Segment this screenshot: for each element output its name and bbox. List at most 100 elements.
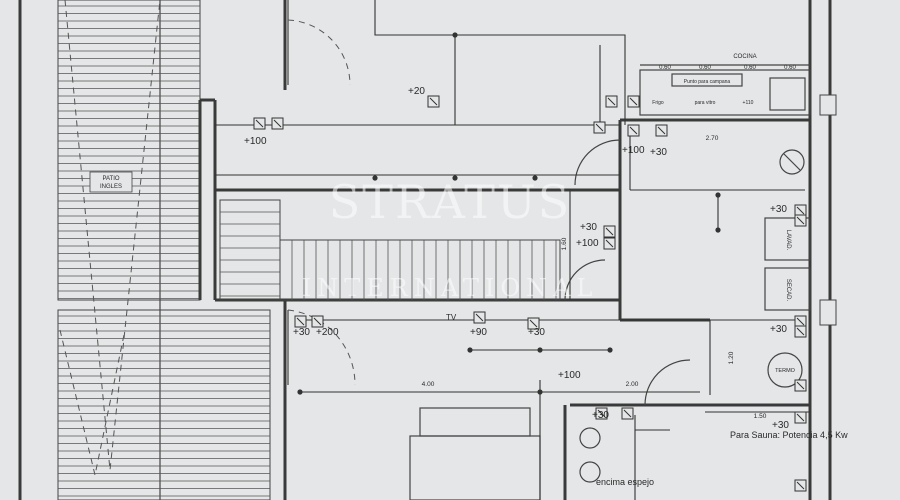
termo-circle [767,352,803,388]
termo-label: TERMO [775,368,796,374]
socket-symbol [794,214,807,227]
socket-mark [605,227,614,236]
patio-label-line2: INGLES [100,184,122,190]
socket-mark [796,327,805,336]
sauna-note: Para Sauna: Potencia 4,5 Kw [730,430,848,440]
patio-hatching [57,0,201,500]
socket-mark [796,317,805,326]
height-30-hall: +30 [580,222,597,233]
junction-dot [372,175,378,181]
junction-dots [297,32,721,395]
kitchen-title: COCINA [733,54,756,60]
watermark-sub: INTERNATIONAL [302,274,599,302]
socket-mark [607,97,616,106]
socket-symbol [794,479,807,492]
junction-dot [452,175,458,181]
socket-mark [255,119,264,128]
junction-dot [452,32,458,38]
dim-200: 2.00 [626,381,639,388]
socket-symbol [603,237,616,250]
window-right-upper [819,94,837,116]
height-100-door: +100 [622,145,645,156]
mirror-note: encima espejo [596,477,654,487]
socket-symbol [593,121,606,134]
height-100-bath: +100 [558,370,581,381]
socket-symbol [627,124,640,137]
lower-stair-outline [57,309,271,500]
socket-symbol [605,95,618,108]
height-30-living: +30 [293,327,310,338]
kitchen-dim-2: 0.60 [699,65,711,71]
kitchen-appliance-frigo: Frigo [652,100,664,106]
socket-symbol [794,325,807,338]
socket-mark [273,119,282,128]
socket-mark [475,313,484,322]
dim-150: 1.50 [754,413,767,420]
socket-symbol [253,117,266,130]
socket-symbol [627,95,640,108]
socket-symbol [603,225,616,238]
stair-landing [219,199,281,301]
junction-dot [607,347,613,353]
kitchen-dim-3: 0.60 [744,65,756,71]
socket-mark [595,123,604,132]
socket-symbol [621,407,634,420]
patio-label-box [89,171,133,193]
height-30-lavad: +30 [770,204,787,215]
socket-symbol [794,204,807,217]
height-200-living: +200 [316,327,339,338]
height-100-left: +100 [244,136,267,147]
socket-symbol [427,95,440,108]
secad-label: SECAD. [785,279,791,302]
socket-symbol [294,315,307,328]
socket-symbol [655,124,668,137]
doors [287,0,691,406]
socket-mark [796,481,805,490]
height-20: +20 [408,86,425,97]
patio-dashed-guide-lower [59,329,126,476]
socket-mark [529,319,538,328]
junction-dot [467,347,473,353]
dim-160: 1.60 [561,237,568,250]
window-right-lower [819,299,837,326]
socket-mark [629,97,638,106]
patio-label-line1: PATIO [102,176,119,182]
socket-mark [796,413,805,422]
kitchen-sink-note: Punto para campana [684,79,731,85]
socket-mark [796,381,805,390]
socket-mark [429,97,438,106]
dim-270: 2.70 [706,135,719,142]
central-staircase [219,199,561,301]
socket-mark [796,216,805,225]
stair-flight [279,239,561,301]
patio-outline [57,0,201,301]
junction-dot [532,175,538,181]
tv-label: TV [446,313,457,322]
junction-dot [537,347,543,353]
lavad-box [764,217,811,261]
socket-mark [296,317,305,326]
lower-stair-hatching [57,309,271,500]
socket-symbol [794,379,807,392]
watermark-brand: STRATUS [329,175,572,229]
lavad-label: LAVAD. [785,230,791,251]
height-30-sauna: +30 [772,420,789,431]
socket-mark [623,409,632,418]
socket-symbol [473,311,486,324]
dim-120: 1.20 [728,351,735,364]
junction-dot [297,389,303,395]
dim-400: 4.00 [422,381,435,388]
light-fixtures [579,149,805,483]
socket-symbols [253,95,807,492]
socket-mark [796,206,805,215]
socket-symbol [311,315,324,328]
height-90-tv: +90 [470,327,487,338]
socket-symbol [794,411,807,424]
bed-headboard [419,407,531,437]
socket-mark [597,409,606,418]
height-30-bath: +30 [592,410,609,421]
kitchen-appliance-vitro: para vitro [695,100,716,106]
patio-dashed-guide [64,0,161,471]
kitchen-dim-4: 0.60 [784,65,796,71]
